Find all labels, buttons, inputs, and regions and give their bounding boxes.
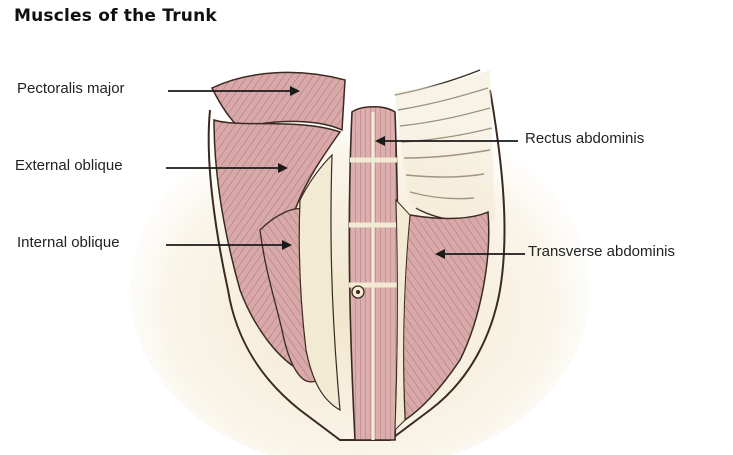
label-external-oblique: External oblique (15, 157, 123, 174)
label-pectoralis-major: Pectoralis major (17, 80, 125, 97)
pectoralis-major-shape (212, 72, 345, 130)
label-transverse-abdominis: Transverse abdominis (528, 243, 675, 260)
costal-cartilage (395, 70, 495, 222)
label-internal-oblique: Internal oblique (17, 234, 120, 251)
label-rectus-abdominis: Rectus abdominis (525, 130, 644, 147)
